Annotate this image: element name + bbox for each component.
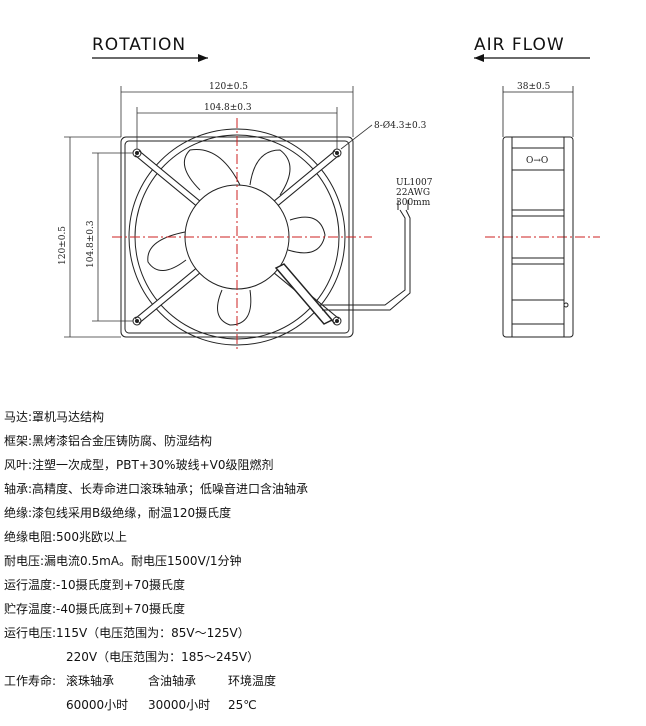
hole-spec: 8-Ø4.3±0.3 (374, 120, 427, 131)
spec-row-frame: 框架:黑烤漆铝合金压铸防腐、防湿结构 (4, 434, 213, 448)
side-mark: O→O (526, 156, 548, 166)
spec-row-withstand-voltage: 耐电压:漏电流0.5mA。耐电压1500V/1分钟 (4, 554, 242, 568)
dim-inner-height: 104.8±0.3 (86, 220, 96, 268)
front-centerlines (112, 118, 600, 350)
spec-row-insulation-resistance: 绝缘电阻:500兆欧以上 (4, 530, 127, 544)
front-dimensions (64, 86, 373, 338)
dim-depth: 38±0.5 (517, 82, 551, 92)
spec-row-service-life: 工作寿命:滚珠轴承含油轴承环境温度 (4, 674, 277, 688)
spec-row-insulation: 绝缘:漆包线采用B级绝缘，耐温120摄氏度 (4, 506, 232, 520)
spec-row-blade: 风叶:注塑一次成型，PBT+30%玻线+V0级阻燃剂 (4, 458, 274, 472)
spec-row-operating-temp: 运行温度:-10摄氏度到+70摄氏度 (4, 578, 185, 592)
wire-spec-line3: 300mm (396, 198, 431, 208)
dim-outer-height: 120±0.5 (58, 226, 68, 265)
airflow-arrow-icon (474, 54, 484, 62)
airflow-label: AIR FLOW (474, 35, 565, 55)
rotation-label: ROTATION (92, 35, 186, 55)
spec-list: 马达:罩机马达结构 框架:黑烤漆铝合金压铸防腐、防湿结构 风叶:注塑一次成型，P… (4, 405, 644, 717)
spec-row-bearing: 轴承:高精度、长寿命进口滚珠轴承；低噪音进口含油轴承 (4, 482, 309, 496)
fan-side-view (502, 86, 574, 338)
fan-technical-drawing: ROTATION AIR FLOW (58, 35, 600, 350)
spec-row-voltage-220: 220V（电压范围为：185～245V） (66, 650, 260, 664)
dim-outer-width: 120±0.5 (209, 82, 248, 92)
rotation-arrow-icon (198, 54, 208, 62)
wire-spec-line2: 22AWG (396, 188, 430, 198)
spec-row-operating-voltage: 运行电压:115V（电压范围为：85V～125V） (4, 626, 250, 640)
dim-inner-width: 104.8±0.3 (204, 103, 252, 113)
wire-spec-line1: UL1007 (396, 178, 433, 188)
spec-row-motor: 马达:罩机马达结构 (4, 410, 105, 424)
fan-front-view (120, 128, 411, 346)
spec-row-storage-temp: 贮存温度:-40摄氏底到+70摄氏度 (4, 602, 185, 616)
